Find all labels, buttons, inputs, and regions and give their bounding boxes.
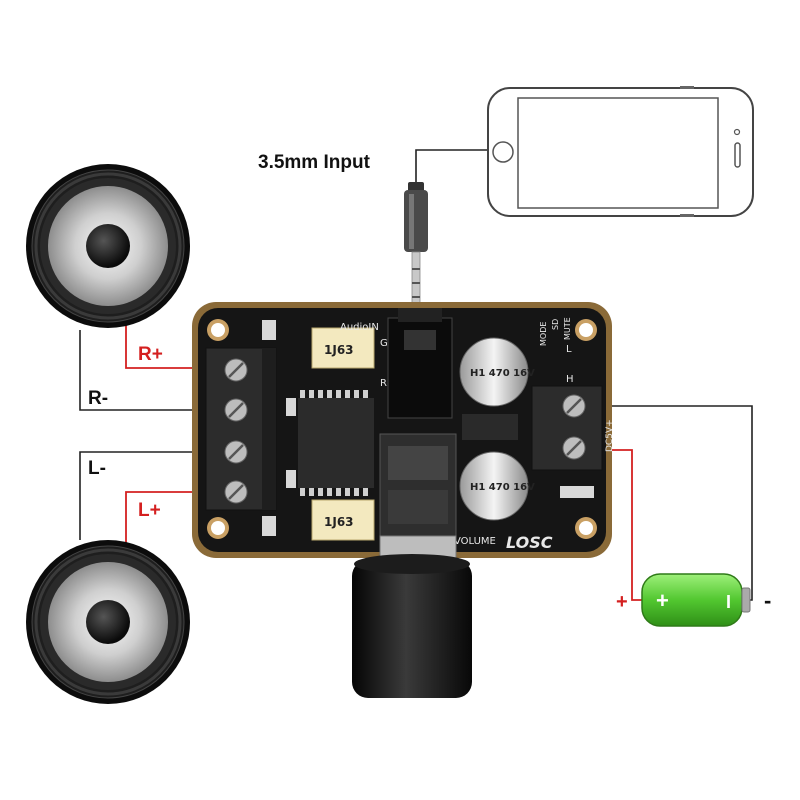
potentiometer-body [379,433,457,539]
label-r-minus: R- [88,388,108,409]
silk-mode: MODE [539,322,548,346]
silk-h: H [566,374,574,385]
audio-jack-icon [404,182,428,313]
silk-brand: LOSC [506,533,553,552]
amplifier-board: 1J63 1J63 H1 470 16V H1 470 16V [192,302,615,558]
svg-text:1J63: 1J63 [324,343,354,357]
battery-icon: + I [641,573,751,627]
svg-text:H1 470 16V: H1 470 16V [470,482,535,493]
wire-audio-cable [415,149,488,182]
label-3.5mm-input: 3.5mm Input [258,152,371,173]
battery-minus-mark: I [726,592,731,612]
speaker-icon [26,540,190,704]
wire-labels: 3.5mm Input R+ R- L- L+ + - [88,152,771,613]
label-battery-plus: + [616,591,628,613]
label-r-plus: R+ [138,344,163,365]
capacitor-bottom: H1 470 16V [459,451,535,521]
battery-plus-mark: + [656,588,669,613]
wire-l-minus [79,451,225,540]
phone-icon [487,86,754,217]
wire-r-minus [79,330,225,411]
silk-dc: DC5V+ [605,419,615,452]
label-l-minus: L- [88,458,106,479]
svg-text:H1 470 16V: H1 470 16V [470,368,535,379]
silk-audio-in: AudioIN [340,322,379,333]
label-battery-minus: - [764,588,771,613]
capacitor-top: H1 470 16V [459,337,535,407]
silk-mute: MUTE [563,317,572,340]
silk-volume: VOLUME [454,536,496,547]
amplifier-ic [298,390,374,496]
silk-g: G [380,338,388,349]
silk-sd: SD [551,319,560,330]
silk-r: R [380,378,387,389]
inductor-bottom: 1J63 [311,499,375,541]
volume-knob-icon [352,535,472,698]
silk-l: L [566,344,572,355]
audio-input-socket [387,308,453,419]
inductor-top: 1J63 [311,327,375,369]
label-l-plus: L+ [138,500,161,521]
speaker-icon [26,164,190,328]
svg-text:1J63: 1J63 [324,515,354,529]
speaker-terminal-block [205,347,277,511]
power-terminal-block [531,385,603,471]
